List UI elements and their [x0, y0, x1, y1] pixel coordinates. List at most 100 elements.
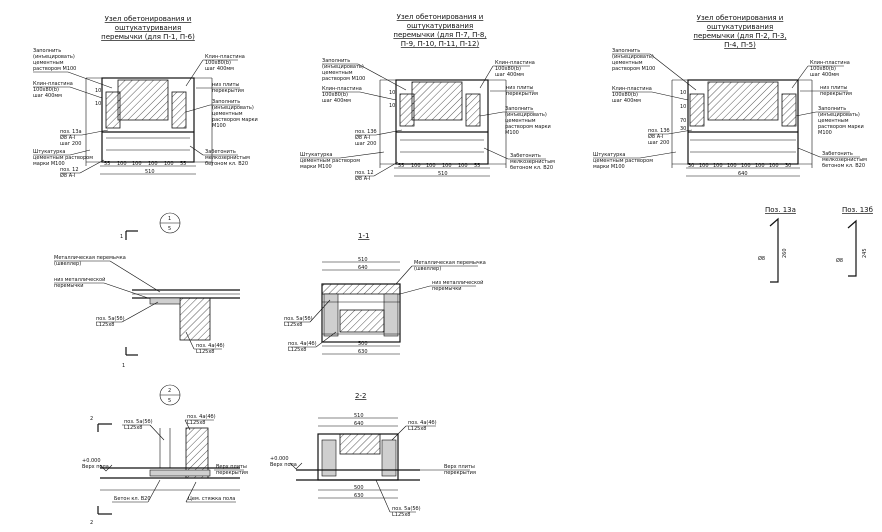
svg-text:L125х8: L125х8 — [284, 322, 302, 328]
svg-text:бетоном кл. В20: бетоном кл. В20 — [510, 165, 553, 171]
svg-text:30: 30 — [680, 126, 686, 132]
svg-text:оштукатуривания: оштукатуривания — [407, 22, 473, 30]
svg-text:Клин-пластина: Клин-пластина — [612, 86, 652, 92]
svg-text:(инъецировать): (инъецировать) — [612, 54, 654, 60]
svg-text:цементным: цементным — [33, 60, 64, 66]
svg-text:раствором марки: раствором марки — [212, 117, 258, 123]
svg-text:630: 630 — [354, 493, 364, 499]
svg-text:раствором марки: раствором марки — [818, 124, 864, 130]
svg-text:Клин-пластина: Клин-пластина — [205, 54, 245, 60]
svg-text:Металлическая перемычка: Металлическая перемычка — [414, 260, 486, 266]
svg-text:П-9, П-10, П-11, П-12): П-9, П-10, П-11, П-12) — [401, 40, 480, 48]
svg-text:шаг 400мм: шаг 400мм — [322, 98, 351, 104]
svg-text:100х80(b): 100х80(b) — [612, 92, 638, 98]
node-2-dims: 55 100 100 100 100 55 510 — [398, 163, 480, 177]
svg-text:640: 640 — [358, 265, 368, 271]
section-2: 2 5 2 2 поз. 5а(5б) L125х8 поз. 4а(4б) L… — [82, 384, 248, 526]
svg-text:шаг 400мм: шаг 400мм — [810, 72, 839, 78]
svg-text:Забетонить: Забетонить — [510, 153, 541, 159]
filling-right — [171, 91, 187, 129]
svg-text:100: 100 — [699, 163, 709, 169]
svg-text:поз. 5а(5б): поз. 5а(5б) — [284, 316, 313, 322]
svg-text:перемычки: перемычки — [54, 283, 84, 289]
svg-text:Заполнить: Заполнить — [212, 99, 240, 105]
svg-text:низ плиты: низ плиты — [506, 85, 533, 91]
svg-text:бетоном кл. В20: бетоном кл. В20 — [205, 161, 248, 167]
svg-text:перекрытия: перекрытия — [212, 88, 244, 94]
svg-text:Ø8 А-I: Ø8 А-I — [60, 134, 75, 141]
svg-text:мелкозернистым: мелкозернистым — [510, 159, 555, 165]
svg-text:L125х8: L125х8 — [392, 512, 410, 518]
svg-text:1: 1 — [122, 363, 125, 369]
svg-text:1: 1 — [168, 216, 171, 222]
svg-text:шаг 200: шаг 200 — [648, 140, 669, 146]
svg-text:+0.000: +0.000 — [270, 456, 289, 462]
svg-text:100: 100 — [442, 163, 452, 169]
svg-text:шаг 400мм: шаг 400мм — [33, 93, 62, 99]
svg-text:Штукатурка: Штукатурка — [33, 149, 65, 155]
svg-text:500: 500 — [358, 341, 368, 347]
node-3: Узел обетонирования и оштукатуривания пе… — [593, 14, 867, 177]
rebar-pos-13a: Поз. 13а Ø8 260 — [758, 206, 796, 283]
svg-text:L125х8: L125х8 — [187, 420, 205, 426]
svg-text:шаг 400мм: шаг 400мм — [612, 98, 641, 104]
svg-text:перекрытия: перекрытия — [444, 470, 476, 476]
svg-text:100: 100 — [164, 161, 174, 167]
svg-text:Бетон кл. В20: Бетон кл. В20 — [114, 496, 151, 502]
svg-text:цементным: цементным — [818, 118, 849, 124]
svg-text:L125х8: L125х8 — [124, 425, 142, 431]
svg-text:Узел обетонирования и: Узел обетонирования и — [397, 13, 484, 21]
svg-text:П-4, П-5): П-4, П-5) — [724, 41, 756, 49]
svg-text:бетоном кл. В20: бетоном кл. В20 — [822, 163, 865, 169]
svg-text:Узел обетонирования и: Узел обетонирования и — [697, 14, 784, 22]
svg-text:245: 245 — [862, 248, 868, 258]
svg-text:10: 10 — [680, 104, 686, 110]
svg-text:раствором марки: раствором марки — [505, 124, 551, 130]
svg-text:поз. 5а(5б): поз. 5а(5б) — [124, 419, 153, 425]
svg-text:L125х8: L125х8 — [408, 426, 426, 432]
svg-text:Штукатурка: Штукатурка — [300, 152, 332, 158]
svg-text:100х80(b): 100х80(b) — [495, 66, 521, 72]
svg-text:цементным: цементным — [212, 111, 243, 117]
svg-text:100х80(b): 100х80(b) — [33, 87, 59, 93]
svg-text:2: 2 — [90, 416, 93, 422]
node-1-title-line-3: перемычки (для П-1, П-6) — [101, 33, 195, 41]
filling-left — [105, 91, 121, 129]
svg-text:640: 640 — [738, 171, 748, 177]
svg-text:1-1: 1-1 — [358, 232, 369, 240]
svg-text:(инъецировать): (инъецировать) — [212, 105, 254, 111]
svg-text:100: 100 — [117, 161, 127, 167]
svg-text:марки М100: марки М100 — [300, 164, 332, 170]
svg-text:+0.000: +0.000 — [82, 458, 101, 464]
svg-text:перемычки: перемычки — [432, 286, 462, 292]
node-1-labels-right: Клин-пластина 100х80(b) шаг 400мм низ пл… — [185, 54, 258, 167]
svg-text:Заполнить: Заполнить — [505, 106, 533, 112]
svg-text:510: 510 — [358, 257, 368, 263]
svg-text:10: 10 — [389, 103, 395, 109]
svg-text:мелкозернистым: мелкозернистым — [205, 155, 250, 161]
svg-text:70: 70 — [680, 118, 686, 124]
svg-text:цементным раствором: цементным раствором — [33, 155, 93, 161]
svg-text:Ø8 А-I: Ø8 А-I — [355, 175, 370, 182]
node-3-labels-right: Клин-пластина 100х80(b) шаг 400мм низ пл… — [791, 60, 867, 169]
svg-text:Заполнить: Заполнить — [612, 48, 640, 54]
svg-text:100: 100 — [755, 163, 765, 169]
svg-text:100: 100 — [148, 161, 158, 167]
node-1-dims: 55 100 100 100 100 55 510 — [104, 161, 186, 175]
node-2-labels-left: Заполнить (инъецировать) цементным раств… — [300, 58, 407, 182]
svg-text:поз. 13б: поз. 13б — [355, 129, 377, 135]
svg-text:перекрытия: перекрытия — [820, 91, 852, 97]
node-3-dims: 30 100 100 100 100 100 100 30 640 — [688, 163, 791, 177]
node-2: Узел обетонирования и оштукатуривания пе… — [300, 13, 555, 182]
svg-text:10: 10 — [95, 101, 101, 107]
svg-text:цементным: цементным — [612, 60, 643, 66]
svg-text:Верх плиты: Верх плиты — [216, 464, 247, 470]
svg-text:перемычки (для П-2, П-3,: перемычки (для П-2, П-3, — [693, 32, 786, 40]
svg-text:поз. 5а(5б): поз. 5а(5б) — [96, 316, 125, 322]
svg-text:поз. 4а(4б): поз. 4а(4б) — [196, 343, 225, 349]
svg-text:поз. 4а(4б): поз. 4а(4б) — [288, 341, 317, 347]
svg-text:цементным: цементным — [505, 118, 536, 124]
svg-text:Ø8: Ø8 — [758, 255, 765, 262]
svg-text:Ø8 А-I: Ø8 А-I — [355, 134, 370, 141]
svg-text:перекрытия: перекрытия — [216, 470, 248, 476]
